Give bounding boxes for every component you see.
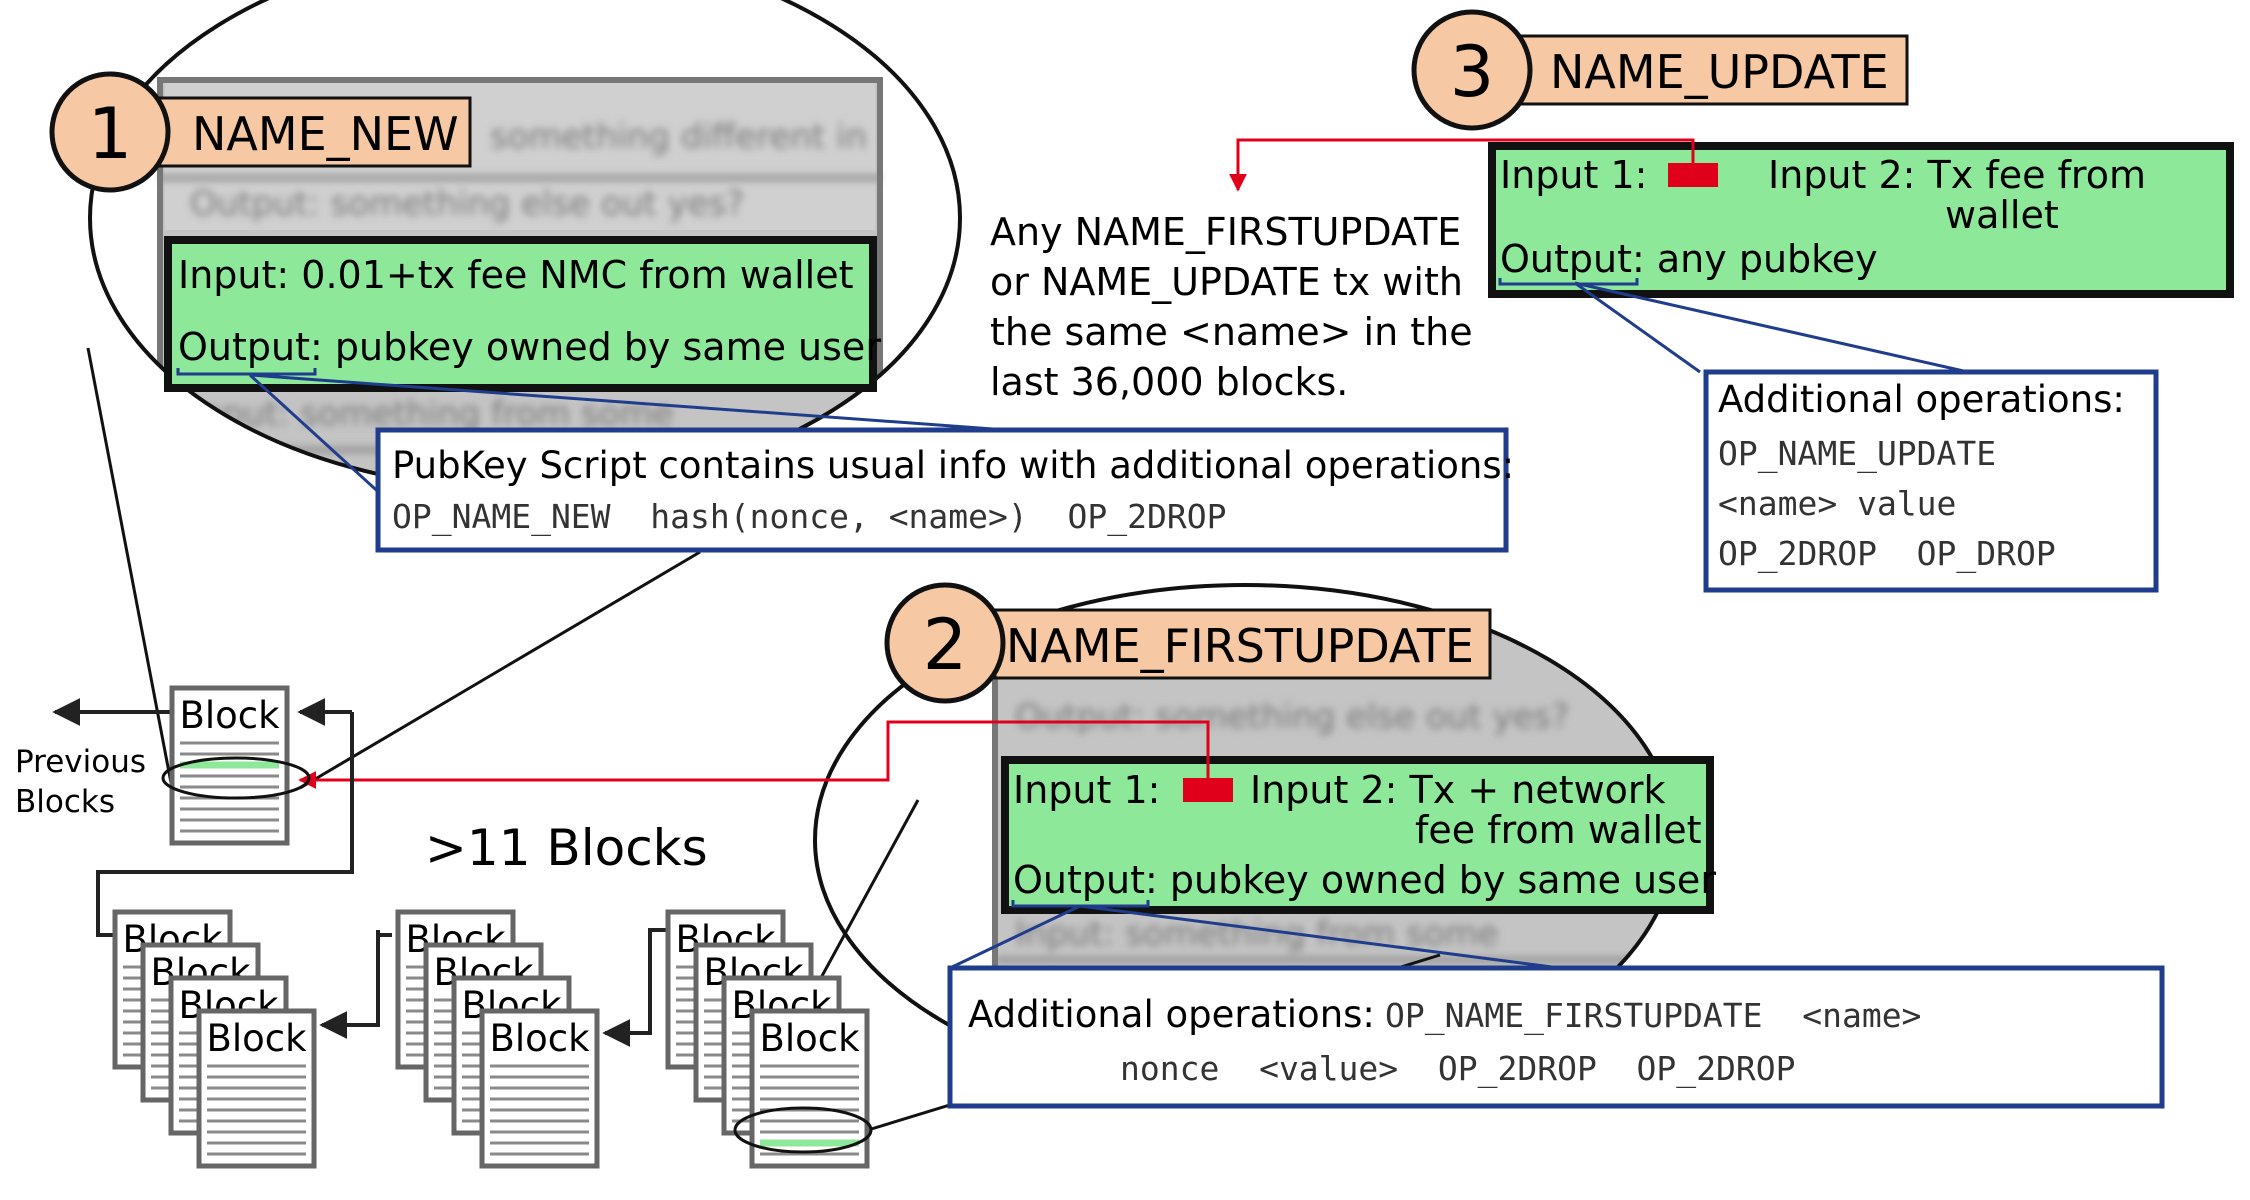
name-update-input2-line1: Input 2: Tx fee from xyxy=(1768,153,2146,197)
reference-line: the same <name> in the xyxy=(990,310,1473,354)
block-highlight-ellipse xyxy=(733,1106,873,1154)
blurred-text: Output: something else out yes? xyxy=(190,184,744,224)
name-update-label-box xyxy=(1510,34,1909,106)
output-value: pubkey owned by same user xyxy=(1158,858,1717,902)
name-firstupdate-tx-box xyxy=(1001,756,1714,914)
name-update-output: Output: any pubkey xyxy=(1500,237,1878,281)
callout-code: OP_NAME_NEW hash(nonce, <name>) OP_2DROP xyxy=(392,497,1226,537)
name-update-tx-box xyxy=(1488,142,2234,298)
name-firstupdate-input2-line1: Input 2: Tx + network xyxy=(1250,768,1666,812)
blurred-tx-rows: Output: something else out yes? Input: s… xyxy=(995,625,1675,963)
step-1-circle xyxy=(49,71,171,193)
block-icon: Block xyxy=(169,685,290,846)
name-new-output: Output: pubkey owned by same user xyxy=(178,325,881,369)
name-firstupdate-output: Output: pubkey owned by same user xyxy=(1013,858,1716,902)
step-3-circle xyxy=(1411,9,1533,131)
callout-code: OP_NAME_FIRSTUPDATE <name> xyxy=(1385,996,1921,1036)
previous-blocks-label: Previous xyxy=(15,744,146,780)
chain-arrow xyxy=(602,928,666,1047)
input-reference-marker xyxy=(1668,163,1718,187)
block-icon: Block xyxy=(479,1008,600,1169)
block-label: Block xyxy=(489,1017,590,1060)
blockchain: Previous Blocks >11 Blocks BlockBlockBlo… xyxy=(15,685,873,1169)
name-firstupdate-label: NAME_FIRSTUPDATE xyxy=(1006,619,1474,673)
reference-text: Any NAME_FIRSTUPDATE or NAME_UPDATE tx w… xyxy=(990,210,1473,404)
callout-code: nonce <value> OP_2DROP OP_2DROP xyxy=(1120,1049,1796,1089)
name-firstupdate-label-box xyxy=(993,608,1492,680)
block-icon: Block xyxy=(196,1008,317,1169)
step-2-circle xyxy=(884,582,1006,704)
reference-line: or NAME_UPDATE tx with xyxy=(990,260,1463,304)
output-value: any pubkey xyxy=(1645,237,1878,281)
callout-title: PubKey Script contains usual info with a… xyxy=(392,444,1514,487)
name-new-label: NAME_NEW xyxy=(192,107,459,161)
output-label: Output: xyxy=(1500,237,1645,281)
callout-pointer xyxy=(949,904,1081,970)
name-firstupdate-input2-line2: fee from wallet xyxy=(1415,808,1701,852)
block-highlight-ellipse xyxy=(161,756,311,800)
name-update-section: Input 1: Input 2: Tx fee from wallet Out… xyxy=(1411,9,2234,298)
block-icon: Block xyxy=(749,1008,870,1169)
reference-line: Any NAME_FIRSTUPDATE xyxy=(990,210,1461,254)
callout-pointer xyxy=(1079,904,1561,970)
reference-arrow xyxy=(1229,138,1695,192)
name-new-tx-box xyxy=(164,236,877,392)
callout-pointer xyxy=(248,373,387,500)
output-bracket xyxy=(176,368,317,376)
name-firstupdate-callout: Additional operations: OP_NAME_FIRSTUPDA… xyxy=(947,965,2165,1109)
name-new-zoom: something different in Output: something… xyxy=(49,0,962,492)
name-update-input2-line2: wallet xyxy=(1945,193,2059,237)
name-new-label-box xyxy=(148,96,472,168)
previous-blocks-label: Blocks xyxy=(15,784,115,820)
blurred-text: something different in xyxy=(490,117,867,157)
output-label: Output: xyxy=(178,325,323,369)
name-update-callout: Additional operations: OP_NAME_UPDATE <n… xyxy=(1703,369,2159,593)
step-2-number: 2 xyxy=(923,604,968,686)
callout-title: Additional operations: xyxy=(1718,378,2125,421)
blurred-text: Output: something else out yes? xyxy=(1015,697,1569,737)
callout-title: Additional operations: xyxy=(968,993,1375,1036)
callout-code: OP_2DROP OP_DROP xyxy=(1718,534,2056,574)
step-1-number: 1 xyxy=(88,93,133,175)
name-new-callout: PubKey Script contains usual info with a… xyxy=(375,427,1514,553)
step-3-number: 3 xyxy=(1450,31,1495,113)
name-update-input1: Input 1: xyxy=(1500,153,1647,197)
output-bracket xyxy=(1498,278,1639,286)
chain-arrow xyxy=(96,712,354,937)
chain-arrow xyxy=(319,930,380,1039)
block-label: Block xyxy=(206,1017,307,1060)
callout-pointer xyxy=(1574,281,1701,374)
block-label: Block xyxy=(759,1017,860,1060)
reference-line: last 36,000 blocks. xyxy=(990,360,1348,404)
name-new-input: Input: 0.01+tx fee NMC from wallet xyxy=(178,253,854,297)
gap-label: >11 Blocks xyxy=(425,819,708,877)
name-update-label: NAME_UPDATE xyxy=(1550,45,1889,99)
output-value: pubkey owned by same user xyxy=(323,325,882,369)
reference-arrow xyxy=(298,720,1210,789)
name-firstupdate-input1: Input 1: xyxy=(1013,768,1160,812)
zoom-line xyxy=(86,347,174,789)
input-reference-marker xyxy=(1183,778,1233,802)
output-label: Output: xyxy=(1013,858,1158,902)
zoom-line xyxy=(299,550,701,790)
blurred-text: Input: something from some xyxy=(1015,914,1499,954)
callout-code: <name> value xyxy=(1718,484,1956,523)
block-label: Block xyxy=(179,694,280,737)
callout-pointer xyxy=(1574,281,1969,374)
callout-pointer xyxy=(249,373,1036,434)
callout-code: OP_NAME_UPDATE xyxy=(1718,434,1996,474)
